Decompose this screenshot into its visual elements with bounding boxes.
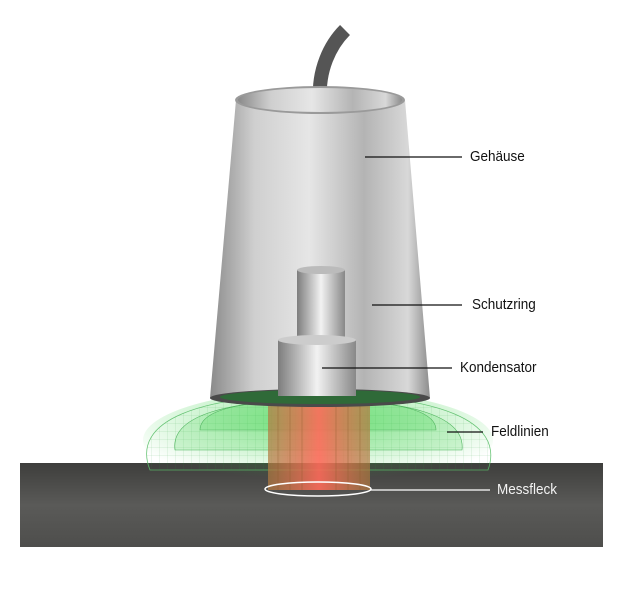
label-capacitor: Kondensator — [460, 359, 537, 376]
guard-ring — [297, 266, 345, 345]
field-lines — [143, 390, 493, 490]
label-guard-ring: Schutzring — [472, 296, 536, 313]
capacitor — [278, 335, 356, 396]
housing — [210, 86, 430, 407]
label-housing: Gehäuse — [470, 148, 525, 165]
label-measuring-spot: Messfleck — [497, 481, 558, 498]
label-field-lines: Feldlinien — [491, 423, 549, 440]
measuring-spot — [264, 481, 372, 497]
